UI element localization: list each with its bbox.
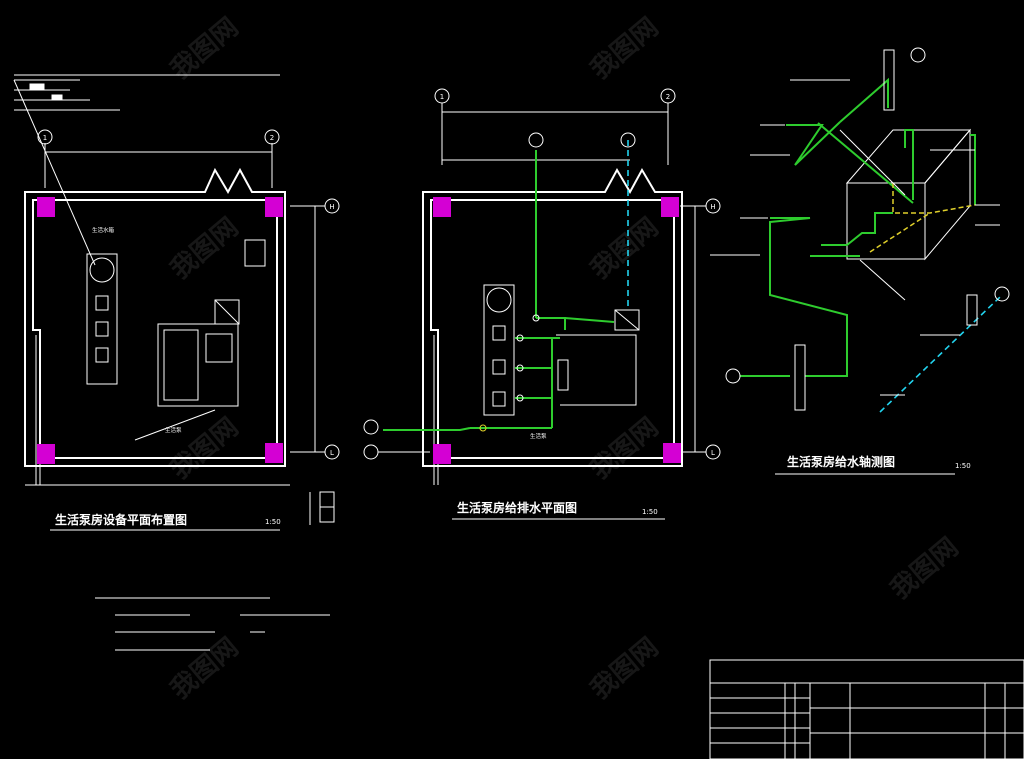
room-walls xyxy=(24,167,286,467)
pipe-tag xyxy=(725,47,1010,384)
drain-pipe xyxy=(879,296,1001,413)
pump-unit xyxy=(157,239,266,407)
water-tank-equipment xyxy=(483,284,637,416)
watermark-text: 我图网 xyxy=(885,532,964,605)
grid-label: H xyxy=(710,203,715,211)
pipe-tag-J xyxy=(363,132,636,460)
column xyxy=(37,197,55,217)
drawing-scale: 1:50 xyxy=(265,518,281,526)
watermark-text: 我图网 xyxy=(165,632,244,705)
watermark-text: 我图网 xyxy=(585,412,664,485)
drawing-scale: 1:50 xyxy=(642,508,658,516)
grid-label: L xyxy=(711,449,715,457)
pipe-valves xyxy=(479,314,540,432)
dimension-line-top xyxy=(44,143,273,188)
watermark-text: 我图网 xyxy=(165,412,244,485)
drawing-title: 生活泵房给水轴测图 xyxy=(787,454,895,469)
section-detail xyxy=(309,491,335,525)
watermark-text: 我图网 xyxy=(585,632,664,705)
grid-bubble-2: 2 xyxy=(660,88,676,104)
watermark-text: 我图网 xyxy=(585,212,664,285)
column xyxy=(661,197,679,217)
water-tank-equipment xyxy=(86,253,118,385)
grid-bubble-L: L xyxy=(324,444,340,460)
yellow-pipe xyxy=(869,183,976,253)
grid-label: 2 xyxy=(270,134,274,142)
annotation: 生活泵 xyxy=(165,426,182,434)
grid-bubble-H: H xyxy=(324,198,340,214)
watermark-text: 我图网 xyxy=(165,12,244,85)
grid-bubble-L: L xyxy=(705,444,721,460)
grid-bubble-1: 1 xyxy=(434,88,450,104)
drawing-scale: 1:50 xyxy=(955,462,971,470)
plan-water-supply: 1 2 H L xyxy=(363,88,721,520)
isometric-diagram: 生活泵房给水轴测图 1:50 xyxy=(710,47,1010,475)
water-supply-pipe xyxy=(383,150,615,431)
column xyxy=(433,444,451,464)
column xyxy=(433,197,451,217)
notes-leader xyxy=(13,74,280,266)
annotation: 生活水箱 xyxy=(92,226,115,234)
annotation: 生活泵 xyxy=(530,432,547,440)
elevation-marks xyxy=(710,79,1000,396)
grid-bubble-H: H xyxy=(705,198,721,214)
drawing-title: 生活泵房给排水平面图 xyxy=(457,500,577,515)
watermark-text: 我图网 xyxy=(585,12,664,85)
column xyxy=(37,444,55,464)
watermark-text: 我图网 xyxy=(165,212,244,285)
notes-text xyxy=(95,597,330,651)
grid-bubble-1: 1 xyxy=(37,129,53,145)
column xyxy=(663,443,681,463)
grid-bubble-2: 2 xyxy=(264,129,280,145)
title-block xyxy=(709,659,1024,759)
water-supply-pipe xyxy=(740,77,976,377)
grid-label: 1 xyxy=(440,93,444,101)
column xyxy=(265,443,283,463)
grid-label: H xyxy=(329,203,334,211)
plan-equipment-layout: 1 2 H L xyxy=(13,74,340,651)
grid-label: L xyxy=(330,449,334,457)
drawing-title: 生活泵房设备平面布置图 xyxy=(55,512,187,527)
grid-label: 2 xyxy=(666,93,670,101)
floor-drain xyxy=(614,309,640,331)
grid-label: 1 xyxy=(43,134,47,142)
column xyxy=(265,197,283,217)
isometric-tank xyxy=(845,128,972,261)
dimension-lines xyxy=(441,103,706,453)
wall-penetration xyxy=(794,49,978,411)
